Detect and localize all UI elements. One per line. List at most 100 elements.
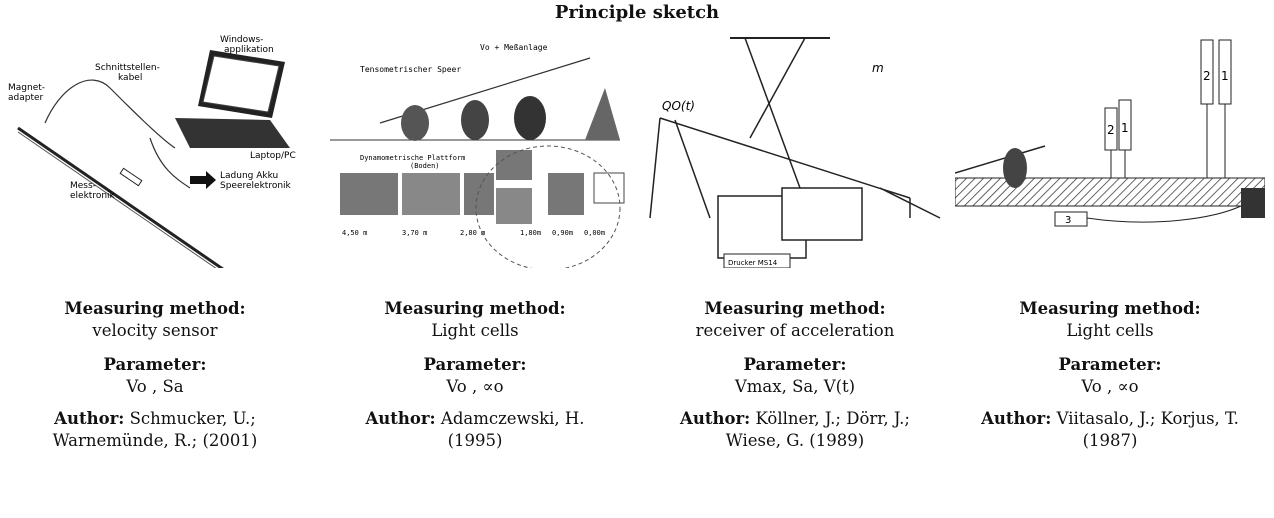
author-heading: Author: [365,409,436,428]
cable-shape [44,79,176,149]
track-line [659,117,911,199]
cable2-shape [149,137,191,189]
runner-shape [1003,148,1027,188]
author-line: Author: Viitasalo, J.; Korjus, T. [955,408,1265,430]
cell-label-2a: 2 [1107,123,1115,137]
plate-4 [496,150,532,180]
wire-1 [744,37,801,189]
parameter-value: Vo , ∝o [1081,377,1139,396]
cell-label-2b: 2 [1203,69,1211,83]
adapter-label: adapter [8,93,44,103]
left-brace [674,119,711,219]
method-value: receiver of acceleration [695,321,895,340]
parameter-heading: Parameter: [1058,355,1162,374]
javelin-shape [17,126,263,298]
author-line-2: Warnemünde, R.; (2001) [52,431,258,450]
magnet-label: Magnet- [8,83,45,93]
author-names: Adamczewski, H. [440,409,585,428]
parameter-value: Vmax, Sa, V(t) [734,377,856,396]
dist-2: 3,70 m [402,229,427,237]
method-heading: Measuring method: [64,299,246,318]
method-value: Light cells [1066,321,1154,340]
ladung-label-2: Speerelektronik [220,181,292,191]
author-line: Author: Adamczewski, H. [320,408,630,430]
column-light-cells-2: 2 1 2 1 3 Measuring method: Light cells … [954,0,1266,518]
sketch-light-cells-1: Vo + Meßanlage Tensometrischer Speer Dyn… [320,28,630,271]
method-heading: Measuring method: [384,299,566,318]
electronics-box-2 [781,187,863,241]
mess-label-2: elektronik [70,191,116,201]
parameter-value: Vo , ∝o [446,377,504,396]
sketch-acceleration-drawing: QO(t) m Drucker MS14 [649,37,941,269]
computer-shape [1241,188,1265,218]
m-label: m [872,61,884,75]
tripod-shape [585,88,620,140]
thrower-1-shape [401,105,429,141]
method-value: velocity sensor [92,321,218,340]
sketch-light-cells-1-drawing: Vo + Meßanlage Tensometrischer Speer Dyn… [330,43,625,271]
method-heading: Measuring method: [1019,299,1201,318]
plate-6 [548,173,584,215]
author-names: Schmucker, U.; [129,409,256,428]
javelin-line [954,145,1046,174]
parameter-heading: Parameter: [743,355,847,374]
cell-label-1a: 1 [1121,121,1129,135]
author-heading: Author: [981,409,1052,428]
arrow-shape [190,171,216,189]
counter-label: 3 [1065,215,1071,226]
thrower-2-shape [461,100,489,140]
author-line: Author: Schmucker, U.; [0,408,310,430]
author-heading: Author: [54,409,125,428]
top-label: Vo + Meßanlage [480,43,548,52]
laptop-label: Laptop/PC [250,151,296,161]
column-velocity-sensor: Magnet- adapter Schnittstellen- kabel Wi… [0,0,310,518]
method-heading: Measuring method: [704,299,886,318]
info-block-1: Measuring method: velocity sensor Parame… [0,298,310,452]
column-light-cells-1: Vo + Meßanlage Tensometrischer Speer Dyn… [320,0,630,518]
left-support [649,117,661,219]
method-value: Light cells [431,321,519,340]
info-block-2: Measuring method: Light cells Parameter:… [320,298,630,452]
parameter-heading: Parameter: [103,355,207,374]
plate-2 [402,173,460,215]
ladung-label-1: Ladung Akku [220,171,278,181]
info-block-3: Measuring method: receiver of accelerati… [640,298,950,452]
cell-label-1b: 1 [1221,69,1229,83]
kabel-label-1: Schnittstellen- [95,63,160,73]
sketch-light-cells-2: 2 1 2 1 3 [954,28,1266,268]
author-names: Viitasalo, J.; Korjus, T. [1056,409,1239,428]
wire-2 [749,37,806,139]
counter-box [1054,211,1088,227]
author-line-2: Wiese, G. (1989) [725,431,865,450]
author-line-2: (1995) [447,431,503,450]
mess-electronics-shape [119,167,143,187]
sketch-light-cells-2-drawing: 2 1 2 1 3 [954,39,1266,227]
kabel-label-2: kabel [118,73,142,83]
plate-3 [464,173,494,215]
sketch-acceleration: QO(t) m Drucker MS14 [640,28,950,269]
dist-6: 0,00m [584,229,605,237]
sketch-velocity-sensor-drawing: Magnet- adapter Schnittstellen- kabel Wi… [8,35,296,301]
windows-label-1: Windows- [220,35,263,45]
ground-hatch [954,177,1266,207]
column-acceleration: QO(t) m Drucker MS14 Measuring method: r… [640,0,950,518]
laptop-keyboard-shape [175,118,290,148]
dist-4: 1,80m [520,229,541,237]
author-names: Köllner, J.; Dörr, J.; [755,409,910,428]
printer-label: Drucker MS14 [728,259,778,267]
plate-1 [340,173,398,215]
thrower-3-shape [514,96,546,140]
right-brace [879,187,941,219]
dist-3: 2,80 m [460,229,485,237]
author-line: Author: Köllner, J.; Dörr, J.; [640,408,950,430]
info-block-4: Measuring method: Light cells Parameter:… [955,298,1265,452]
dist-5: 0,90m [552,229,573,237]
windows-label-2: applikation [224,45,274,55]
parameter-value: Vo , Sa [126,377,184,396]
plate-label-1: Dynamometrische Plattform [360,154,465,162]
figure-title: Principle sketch [554,2,720,23]
author-line-2: (1987) [1082,431,1138,450]
dist-1: 4,50 m [342,229,367,237]
cable-shape [1086,205,1242,223]
speer-label: Tensometrischer Speer [360,65,461,74]
